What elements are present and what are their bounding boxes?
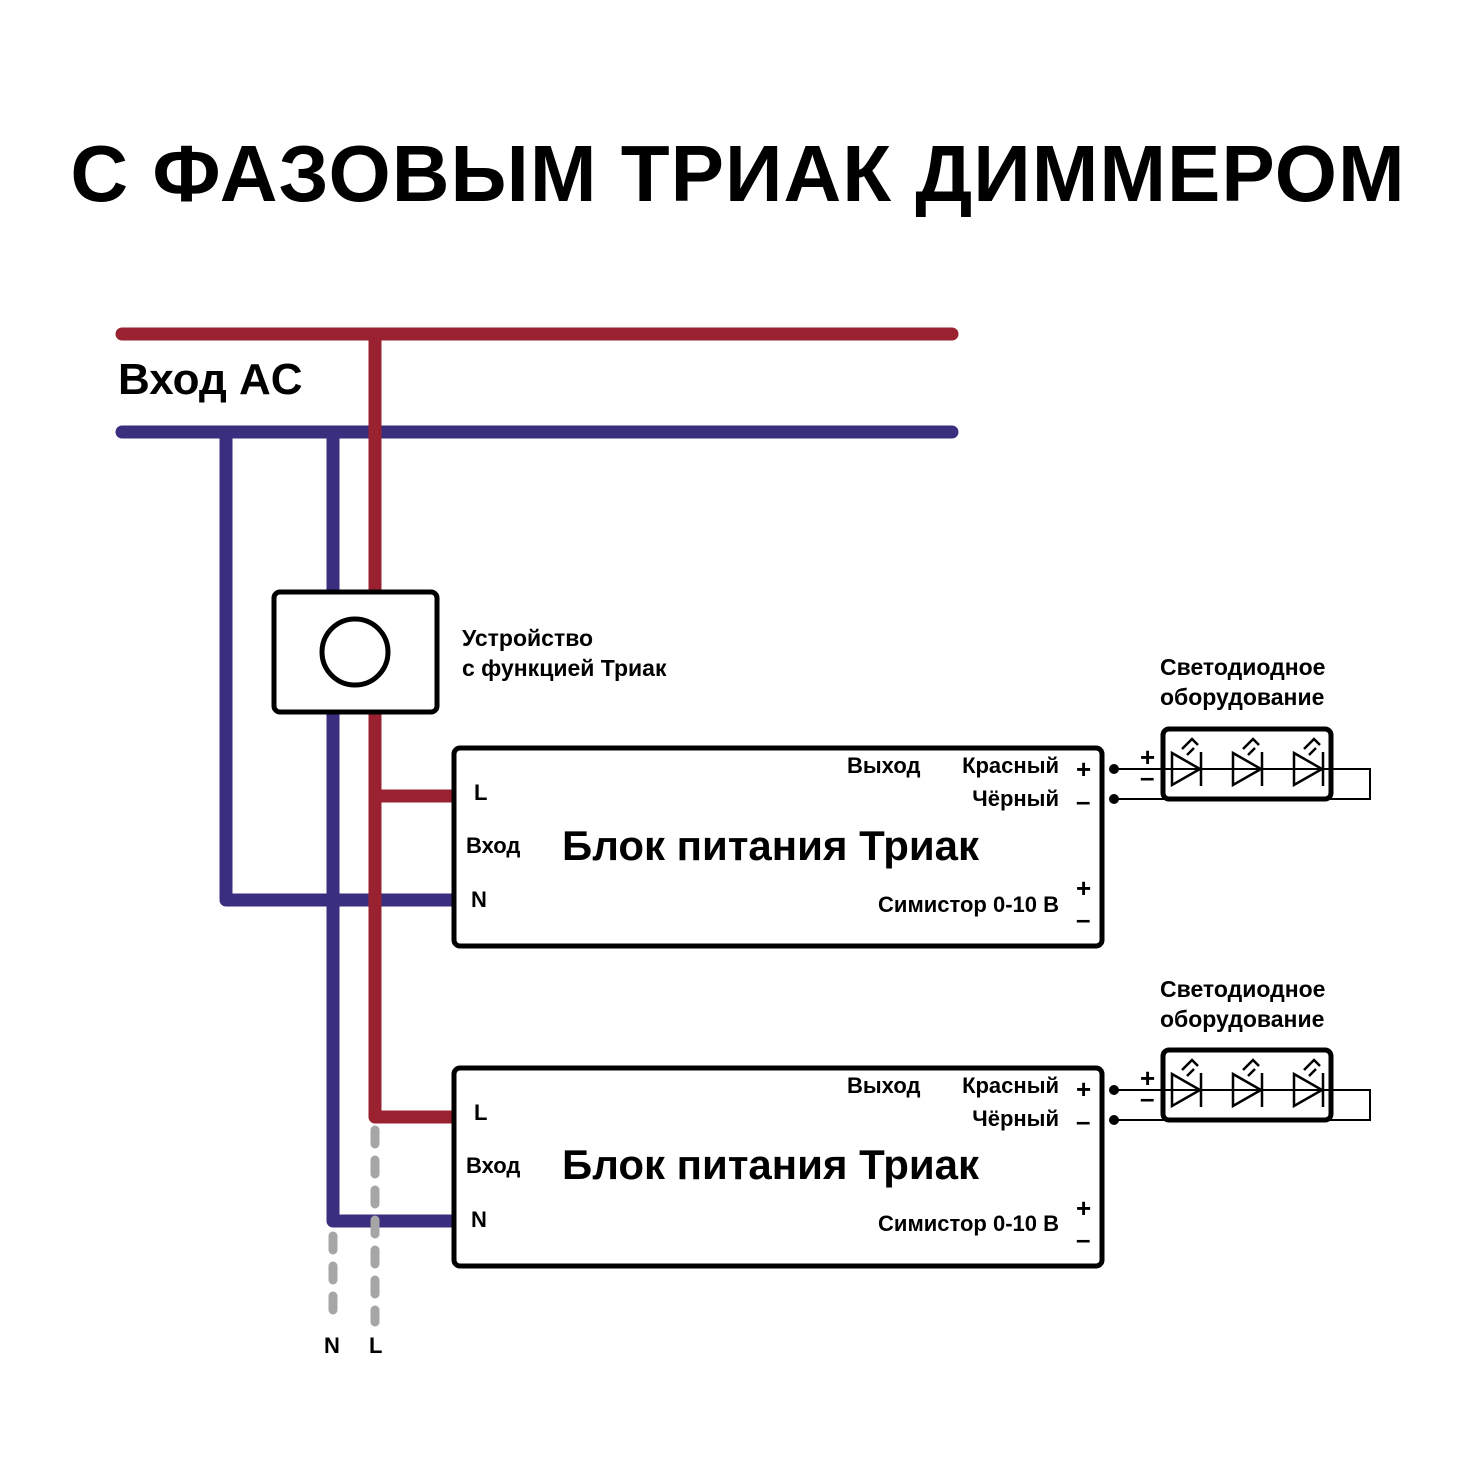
- led-diode-icon: [1170, 737, 1203, 788]
- psu-terminal-N: N: [471, 887, 487, 912]
- led-plus-mark: +: [1140, 742, 1156, 772]
- psu-terminal-L: L: [474, 780, 488, 805]
- light-emission-icon: [1308, 1068, 1317, 1077]
- led-minus-mark: –: [1140, 1083, 1155, 1113]
- psu-red-label: Красный: [962, 1073, 1059, 1098]
- continuation-L-label: L: [369, 1333, 383, 1358]
- light-emission-icon: [1242, 737, 1260, 750]
- psu-box-2: [451, 1065, 1105, 1269]
- light-emission-icon: [1308, 747, 1317, 756]
- psu-dim-minus: –: [1076, 904, 1091, 934]
- psu-red-label: Красный: [962, 753, 1059, 778]
- led-plus-mark: +: [1140, 1063, 1156, 1093]
- diode-triangle: [1231, 750, 1264, 788]
- diode-triangle: [1231, 1071, 1264, 1109]
- led-strip-box: [1160, 726, 1334, 802]
- psu-dim-plus: +: [1076, 873, 1092, 903]
- psu-dim-label: Симистор 0-10 В: [878, 892, 1059, 917]
- psu-output-plus: +: [1076, 754, 1092, 784]
- led-diode-icon: [1231, 737, 1264, 788]
- light-emission-icon: [1247, 747, 1256, 756]
- led-load-2: [1109, 1047, 1371, 1125]
- continuation-wires: [328, 1125, 380, 1327]
- led-diode-icon: [1231, 1058, 1264, 1109]
- diode-triangle: [1170, 1071, 1203, 1109]
- page-title: С ФАЗОВЫМ ТРИАК ДИММЕРОМ: [70, 129, 1406, 218]
- dimmer-label: Устройство с функцией Триак: [462, 623, 666, 683]
- dimmer-label-line2: с функцией Триак: [462, 655, 667, 681]
- psu-output-minus: –: [1076, 1106, 1091, 1136]
- light-emission-icon: [1303, 737, 1321, 750]
- light-emission-icon: [1242, 1058, 1260, 1071]
- psu-output-label: Выход: [847, 753, 921, 778]
- psu-title: Блок питания Триак: [562, 822, 980, 869]
- led-load-label-1: Светодиодное оборудование: [1160, 652, 1325, 712]
- psu-box-1: [451, 745, 1105, 949]
- psu-black-label: Чёрный: [972, 1106, 1059, 1131]
- light-emission-icon: [1247, 1068, 1256, 1077]
- psu-input-label: Вход: [466, 1153, 521, 1178]
- led-load-1: [1109, 726, 1371, 804]
- continuation-N-label: N: [324, 1333, 340, 1358]
- led-load-label-2: Светодиодное оборудование: [1160, 974, 1325, 1034]
- led-diode-icon: [1170, 1058, 1203, 1109]
- dimmer-device[interactable]: [271, 589, 440, 715]
- psu-title: Блок питания Триак: [562, 1141, 980, 1188]
- neutral-to-psu2: [326, 705, 462, 1228]
- psu-dim-minus: –: [1076, 1224, 1091, 1254]
- light-emission-icon: [1303, 1058, 1321, 1071]
- psu-terminal-N: N: [471, 1207, 487, 1232]
- light-emission-icon: [1181, 1058, 1199, 1071]
- led-minus-mark: –: [1140, 762, 1155, 792]
- diode-triangle: [1292, 750, 1325, 788]
- psu-dim-label: Симистор 0-10 В: [878, 1211, 1059, 1236]
- led-diode-icon: [1292, 737, 1325, 788]
- dimmer-label-line1: Устройство: [462, 625, 594, 651]
- psu-output-minus: –: [1076, 786, 1091, 816]
- psu-black-label: Чёрный: [972, 786, 1059, 811]
- led-strip-box: [1160, 1047, 1334, 1123]
- ac-input-label: Вход AC: [118, 355, 303, 404]
- psu-input-label: Вход: [466, 833, 521, 858]
- psu-dim-plus: +: [1076, 1193, 1092, 1223]
- diode-triangle: [1170, 750, 1203, 788]
- dimmer-knob-icon[interactable]: [319, 616, 391, 688]
- psu-output-label: Выход: [847, 1073, 921, 1098]
- led-label-line1: Светодиодное: [1160, 976, 1326, 1002]
- light-emission-icon: [1186, 747, 1195, 756]
- light-emission-icon: [1186, 1068, 1195, 1077]
- phase-wires: [115, 327, 959, 1124]
- psu-output-plus: +: [1076, 1074, 1092, 1104]
- dimmed-phase-to-psu2: [368, 705, 462, 1124]
- led-label-line1: Светодиодное: [1160, 654, 1326, 680]
- diode-triangle: [1292, 1071, 1325, 1109]
- light-emission-icon: [1181, 737, 1199, 750]
- led-diode-icon: [1292, 1058, 1325, 1109]
- psu-terminal-L: L: [474, 1100, 488, 1125]
- led-label-line2: оборудование: [1160, 1006, 1325, 1032]
- led-label-line2: оборудование: [1160, 684, 1325, 710]
